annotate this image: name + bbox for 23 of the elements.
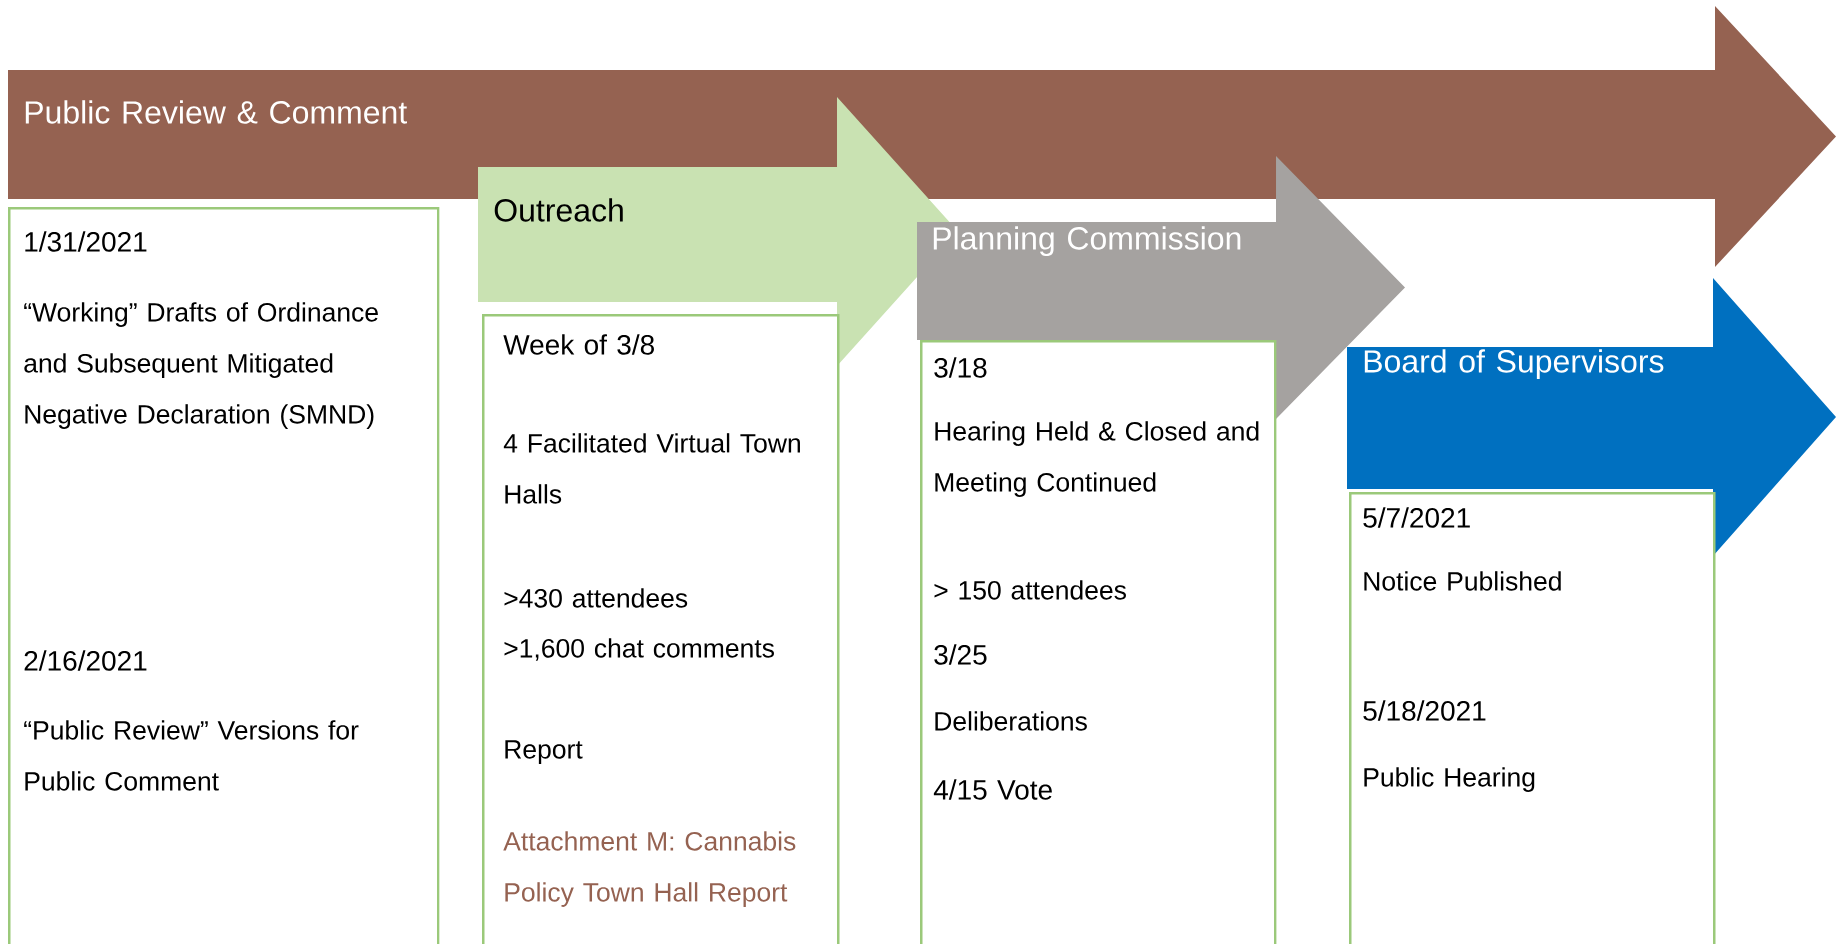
- date-text: 1/31/2021: [25, 231, 147, 252]
- date-text: 4/15 Vote: [933, 779, 1052, 800]
- description-text: Deliberations: [935, 711, 1087, 731]
- description-text: Public Hearing: [1364, 767, 1535, 792]
- description-text: > 150 attendees: [934, 580, 1126, 600]
- description-text: Hearing Held & Closed and Meeting Continued: [935, 421, 1259, 497]
- date-text: 2/16/2021: [24, 650, 147, 671]
- date-text: 5/18/2021: [1363, 700, 1486, 721]
- description-text: Notice Published: [1364, 571, 1561, 591]
- text-box: [920, 340, 1277, 944]
- date-text: 3/25: [934, 644, 987, 665]
- description-text: 4 Facilitated Virtual Town Halls: [503, 433, 800, 504]
- description-text: >1,600 chat comments: [504, 638, 774, 661]
- description-text: “Working” Drafts of Ordinance and Subsequent Mitigated Negative Declaration (SMND): [24, 302, 378, 429]
- date-text: 5/7/2021: [1363, 507, 1470, 528]
- date-text: Week of 3/8: [503, 334, 654, 355]
- report-link-text: Attachment M: Cannabis Policy Town Hall Report: [503, 831, 796, 907]
- text-box: [482, 314, 840, 944]
- description-text: >430 attendees: [504, 588, 688, 608]
- description-text: “Public Review” Versions for Public Comment: [24, 720, 359, 791]
- description-text: Report: [505, 740, 583, 764]
- text-box: [1349, 492, 1716, 944]
- text-box: [8, 207, 440, 944]
